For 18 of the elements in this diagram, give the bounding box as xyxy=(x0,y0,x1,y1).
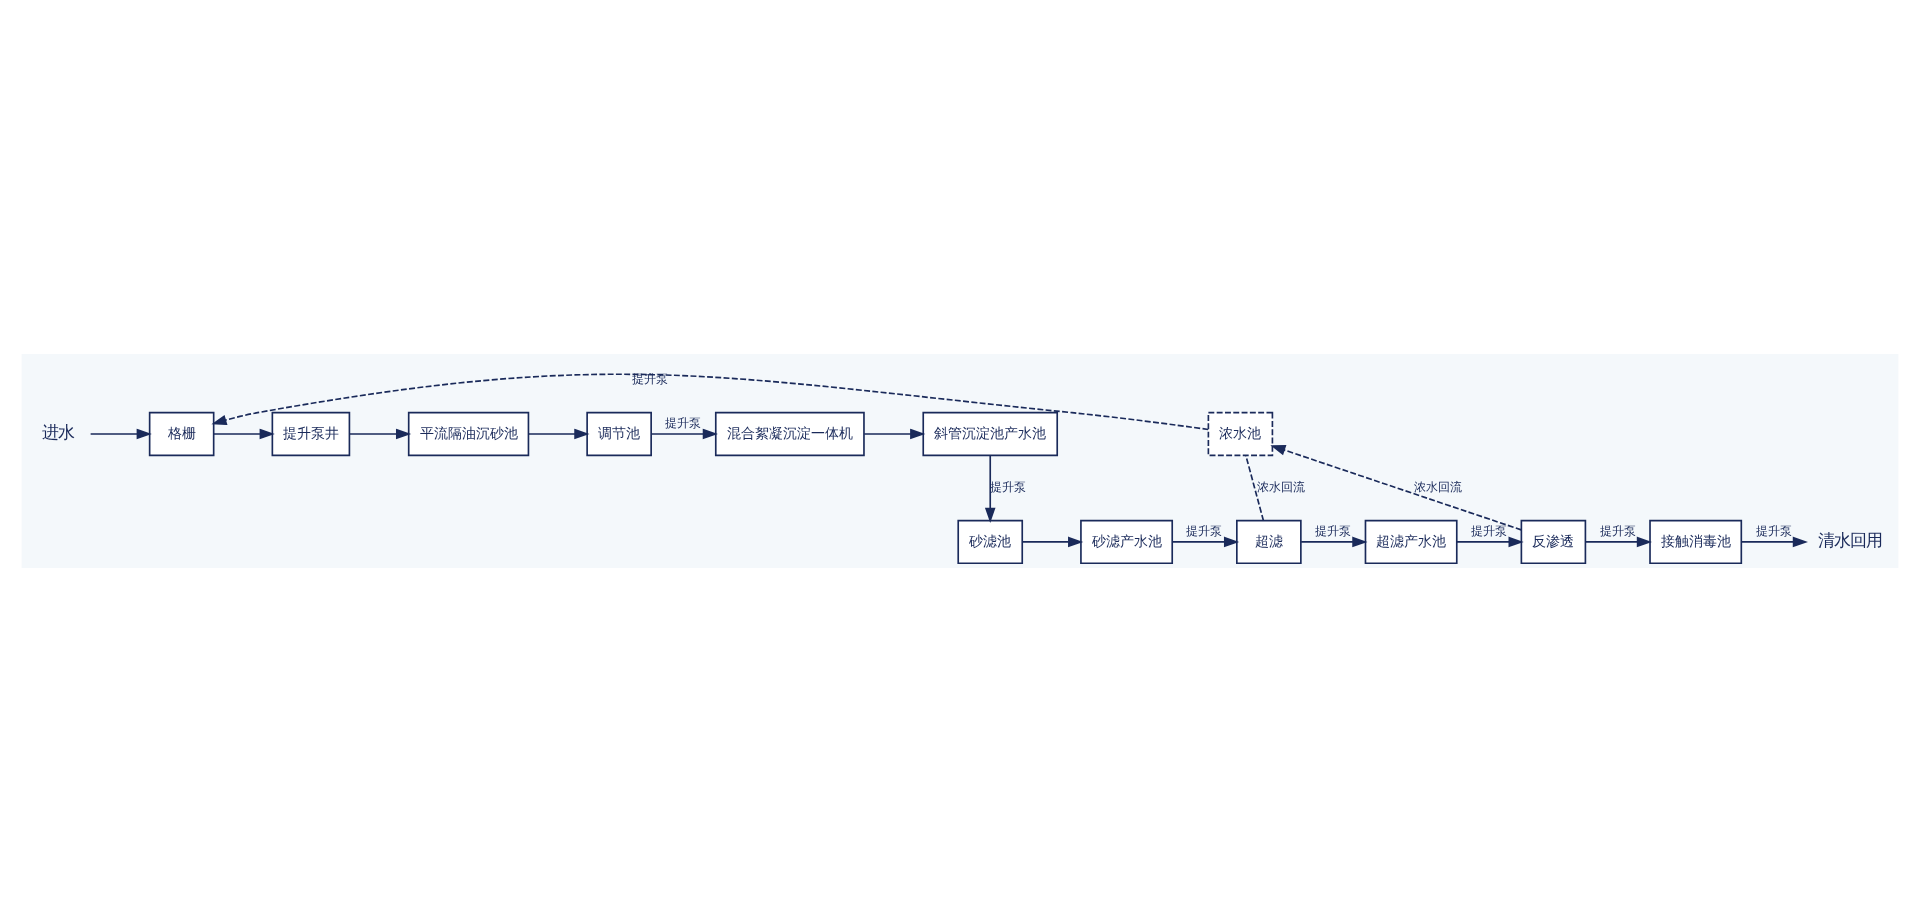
arrow xyxy=(650,428,718,440)
node-text: 清水回用 xyxy=(1817,530,1882,551)
node-text: 进水 xyxy=(42,422,75,443)
arrow xyxy=(863,428,926,440)
arrow xyxy=(984,454,996,523)
arrow xyxy=(211,373,1209,431)
arrow xyxy=(527,428,590,440)
arrow xyxy=(1171,536,1240,548)
arrow xyxy=(1300,536,1368,548)
arrow xyxy=(1270,445,1523,531)
arrow xyxy=(89,428,152,440)
arrow xyxy=(1456,536,1524,548)
arrow xyxy=(1584,536,1652,548)
connector xyxy=(1245,454,1265,522)
arrow xyxy=(348,428,412,440)
arrow xyxy=(1740,536,1808,548)
arrow xyxy=(1021,536,1084,548)
arrow xyxy=(213,428,275,440)
